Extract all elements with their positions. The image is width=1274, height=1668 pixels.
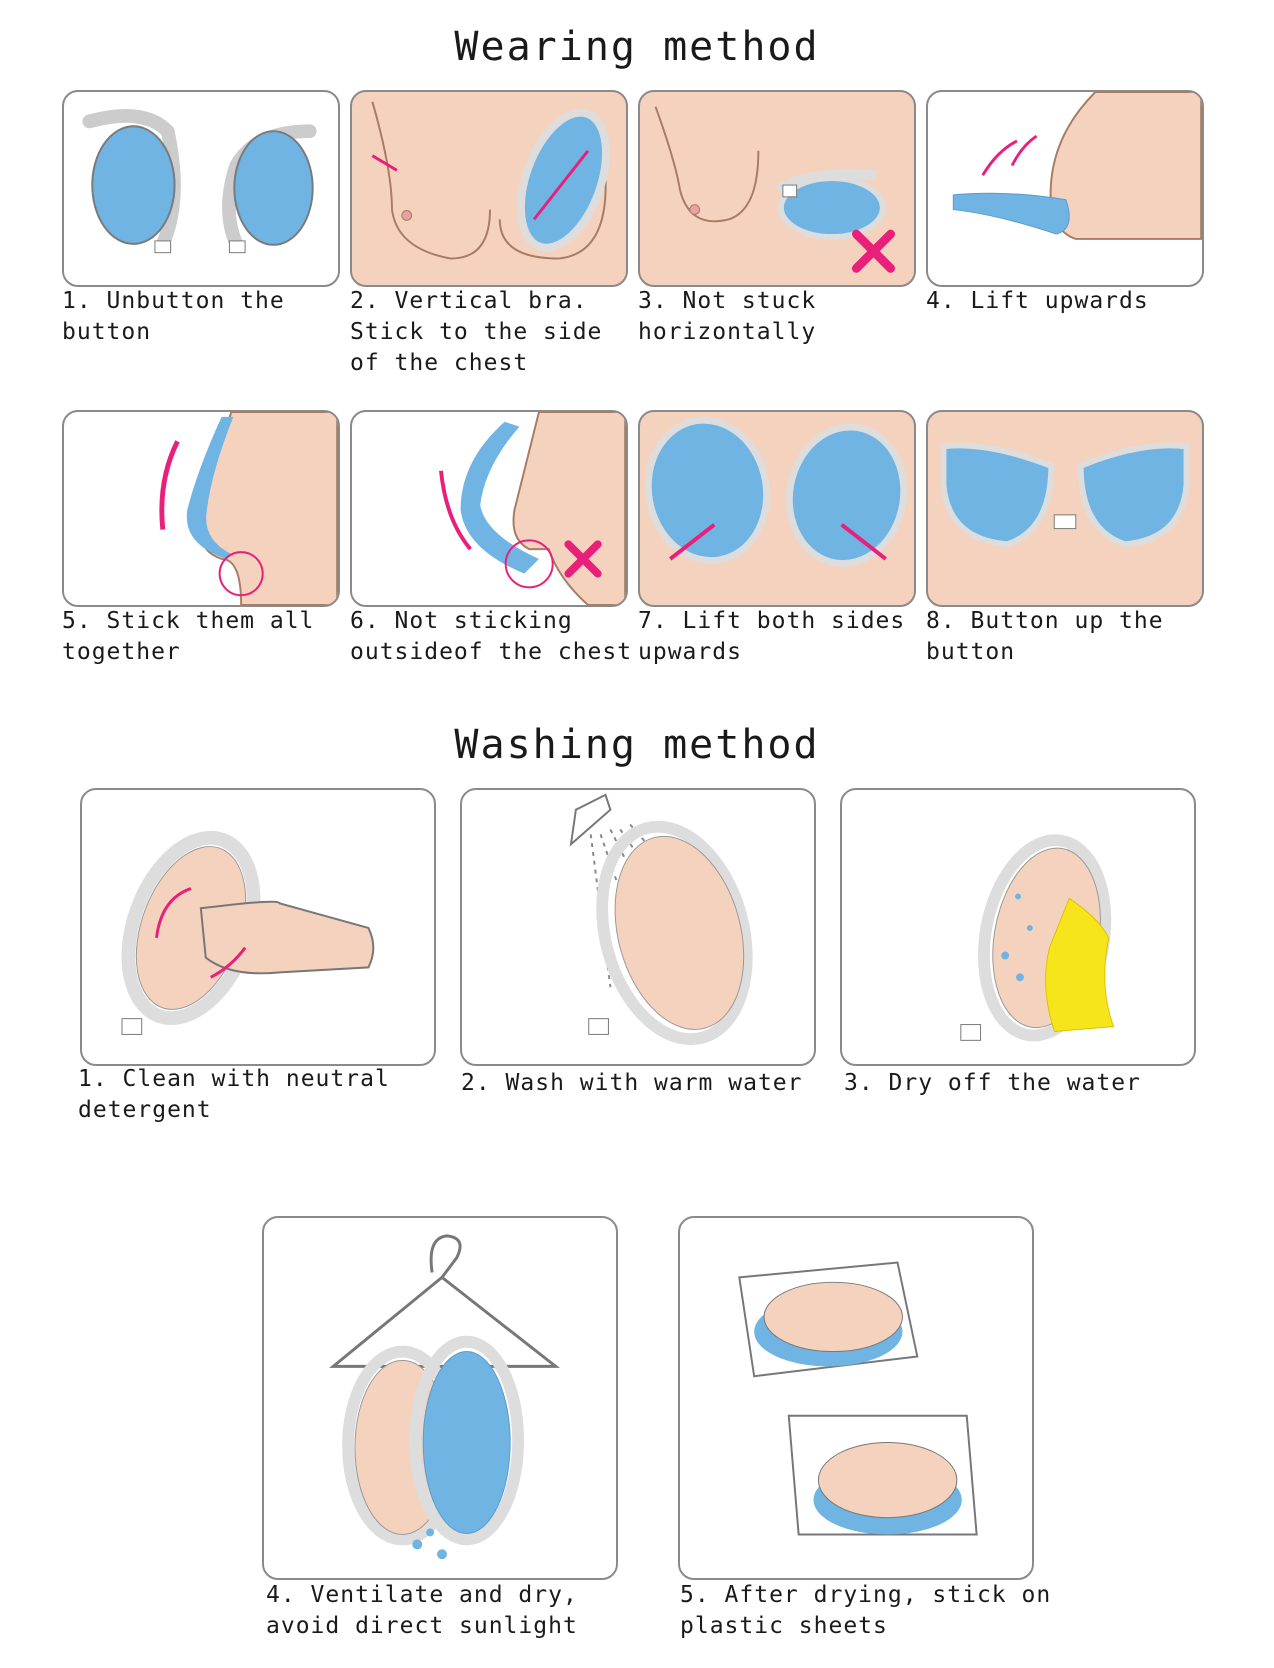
hand-icon [199, 900, 375, 975]
wear-step-3-caption: 3. Not stuck horizontally [638, 288, 817, 345]
wear-step-7-caption: 7. Lift both sides upwards [638, 608, 906, 665]
left-cup-icon [940, 442, 1055, 548]
cup-icon [186, 416, 234, 559]
wear-step-8-illustration [926, 410, 1204, 607]
wear-step-7-illustration [638, 410, 916, 607]
cup-icon [777, 175, 886, 240]
right-cup-icon [422, 1351, 511, 1534]
cross-icon [851, 229, 896, 273]
wear-step-2-caption: 2. Vertical bra. Stick to the side of th… [350, 288, 603, 376]
arrow-icon [371, 154, 398, 172]
towel-icon [1045, 897, 1115, 1032]
wash-step-1-illustration [80, 788, 436, 1066]
wear-step-1-caption: 1. Unbutton the button [62, 288, 285, 345]
wash-step-3-caption: 3. Dry off the water [844, 1070, 1141, 1096]
wearing-method-title: Wearing method [454, 24, 820, 70]
wear-step-6-caption: 6. Not sticking outsideof the chest [350, 608, 633, 665]
wear-step-4-illustration [926, 90, 1204, 287]
shower-head-icon [569, 793, 612, 847]
wear-step-6-illustration [350, 410, 628, 607]
washing-method-title: Washing method [454, 722, 820, 768]
wash-step-3-illustration [840, 788, 1196, 1066]
wear-step-5-caption: 5. Stick them all together [62, 608, 315, 665]
cup-icon [614, 835, 745, 1030]
wash-step-5-caption: 5. After drying, stick on plastic sheets [680, 1582, 1052, 1639]
wash-step-5-illustration [678, 1216, 1034, 1580]
cup-icon [460, 421, 539, 574]
wear-step-4-caption: 4. Lift upwards [926, 288, 1149, 314]
arrow-icon [155, 887, 247, 979]
cup-icon [952, 192, 1070, 235]
left-cup-icon [91, 125, 176, 245]
wear-step-8-caption: 8. Button up the button [926, 608, 1164, 665]
cup-icon [817, 1442, 958, 1519]
arrow-icon [669, 523, 887, 561]
plastic-sheet-icon [787, 1414, 978, 1536]
plastic-sheet-icon [738, 1261, 919, 1378]
wear-step-3-illustration [638, 90, 916, 287]
arrow-icon [439, 470, 472, 551]
right-cup-icon [785, 423, 908, 567]
arrow-icon [159, 440, 180, 530]
water-drop-icon [1001, 893, 1033, 982]
wear-step-2-illustration [350, 90, 628, 287]
wash-step-1-caption: 1. Clean with neutral detergent [78, 1066, 390, 1123]
left-cup-icon [644, 416, 771, 565]
wear-step-1-illustration [62, 90, 340, 287]
cross-icon [564, 540, 602, 578]
hanger-icon [329, 1234, 560, 1368]
wash-step-2-illustration [460, 788, 816, 1066]
water-drop-icon [412, 1528, 447, 1560]
wash-step-2-caption: 2. Wash with warm water [461, 1070, 803, 1096]
right-cup-icon [1077, 442, 1190, 548]
wear-step-5-illustration [62, 410, 340, 607]
right-cup-icon [233, 130, 314, 246]
arrow-icon [981, 134, 1038, 177]
cup-icon [763, 1281, 903, 1353]
wash-step-4-illustration [262, 1216, 618, 1580]
wash-step-4-caption: 4. Ventilate and dry, avoid direct sunli… [266, 1582, 578, 1639]
